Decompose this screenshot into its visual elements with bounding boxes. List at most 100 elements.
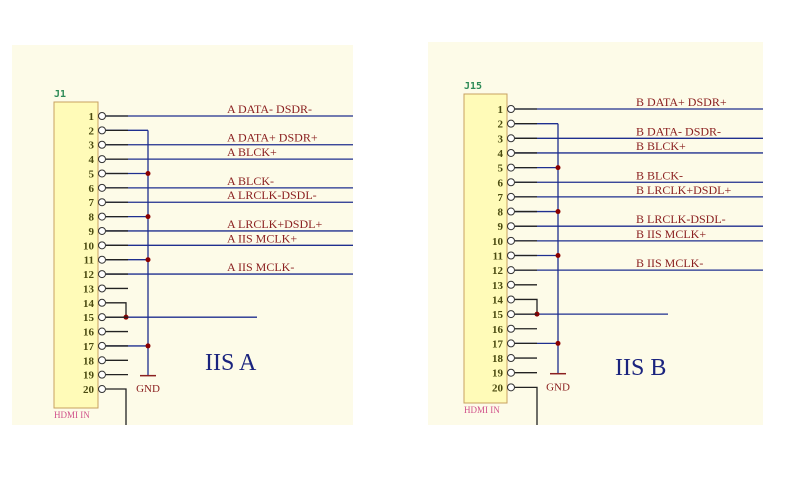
pin-circle	[507, 280, 515, 289]
pin-number: 17	[83, 341, 95, 353]
junction-dot	[145, 343, 151, 349]
pin-number: 3	[89, 140, 95, 152]
connector-footer: HDMI IN	[464, 405, 500, 415]
pin-number: 2	[89, 125, 95, 137]
signal-label: A IIS MCLK+	[227, 231, 297, 245]
pin-circle	[98, 155, 106, 164]
pin-circle	[507, 222, 515, 231]
pin-number: 8	[498, 207, 504, 219]
pin-circle	[507, 368, 515, 377]
connector-body	[463, 93, 508, 404]
pin-circle	[98, 284, 106, 293]
pin-circle	[98, 112, 106, 120]
pin-circle	[98, 327, 106, 336]
pin-circle	[98, 313, 106, 322]
pin-circle	[507, 251, 515, 260]
pin-number: 6	[498, 177, 504, 189]
pin-number: 7	[89, 197, 95, 209]
pin-number: 11	[84, 255, 94, 267]
pin-number: 13	[492, 280, 504, 292]
pin-number: 5	[89, 168, 95, 180]
junction-dot	[555, 209, 561, 215]
pin-number: 12	[492, 265, 504, 277]
signal-label: B BLCK-	[636, 168, 683, 182]
pin-number: 12	[83, 269, 95, 281]
pin14-jumper	[106, 302, 127, 318]
pin-circle	[507, 310, 515, 319]
gnd-label: GND	[136, 383, 160, 395]
pin-number: 7	[498, 192, 504, 204]
signal-label: B IIS MCLK-	[636, 256, 703, 270]
pin-circle	[98, 270, 106, 279]
pin-circle	[507, 148, 515, 157]
pin-number: 20	[492, 382, 504, 394]
pin-number: 20	[83, 384, 95, 396]
junction-dot	[555, 165, 561, 171]
pin20-wire	[515, 386, 538, 425]
connector-body	[53, 101, 99, 409]
signal-label: B DATA- DSDR-	[636, 124, 721, 138]
pin-circle	[507, 207, 515, 216]
pin-circle	[507, 266, 515, 275]
signal-label: A DATA- DSDR-	[227, 102, 312, 116]
pin-circle	[98, 183, 106, 192]
pin20-wire	[106, 388, 127, 425]
pin-circle	[98, 126, 106, 135]
pin-circle	[507, 236, 515, 245]
pin-circle	[507, 105, 515, 113]
pin-circle	[507, 178, 515, 187]
pin-circle	[98, 198, 106, 207]
pin-circle	[507, 134, 515, 143]
pin-number: 10	[83, 240, 95, 252]
junction-dot	[555, 253, 561, 258]
pin-number: 15	[492, 309, 504, 321]
panel-title: IIS A	[205, 350, 257, 376]
signal-label: A BLCK-	[227, 174, 274, 188]
pin-number: 9	[498, 221, 504, 233]
panel-title: IIS B	[615, 355, 666, 381]
pin-number: 6	[89, 183, 95, 195]
pin-number: 1	[89, 111, 95, 123]
pin-circle	[507, 192, 515, 201]
pin-circle	[98, 169, 106, 178]
pin-number: 9	[89, 226, 95, 238]
signal-label: B IIS MCLK+	[636, 227, 706, 241]
pin-number: 10	[492, 236, 504, 248]
pin-circle	[98, 370, 106, 379]
pin-number: 16	[492, 324, 504, 336]
pin-circle	[98, 385, 106, 394]
pin-number: 4	[498, 148, 504, 160]
pin-circle	[98, 226, 106, 235]
pin-number: 5	[498, 163, 504, 175]
pin-number: 3	[498, 133, 504, 145]
pin-number: 13	[83, 283, 95, 295]
pin-circle	[98, 356, 106, 365]
pin-circle	[507, 295, 515, 304]
signal-label: B DATA+ DSDR+	[636, 95, 727, 109]
pin-circle	[98, 298, 106, 307]
pin-number: 18	[492, 353, 504, 365]
pin-number: 14	[83, 298, 95, 310]
signal-label: B LRCLK-DSDL-	[636, 212, 726, 226]
signal-label: B BLCK+	[636, 139, 686, 153]
pin-number: 19	[83, 370, 95, 382]
connector-ref: J15	[464, 81, 482, 92]
pin14-jumper	[515, 298, 538, 315]
pin-circle	[507, 339, 515, 348]
signal-label: A IIS MCLK-	[227, 260, 294, 274]
pin-number: 14	[492, 294, 504, 306]
pin-circle	[98, 255, 106, 264]
pin-circle	[98, 212, 106, 221]
junction-dot	[555, 340, 561, 346]
signal-label: A DATA+ DSDR+	[227, 131, 318, 145]
signal-label: B LRCLK+DSDL+	[636, 183, 731, 197]
pin-circle	[507, 383, 515, 392]
pin-number: 2	[498, 119, 504, 131]
pin-number: 16	[83, 327, 95, 339]
junction-dot	[145, 214, 151, 220]
pin-number: 4	[89, 154, 95, 166]
junction-dot	[145, 170, 151, 176]
pin-number: 18	[83, 355, 95, 367]
